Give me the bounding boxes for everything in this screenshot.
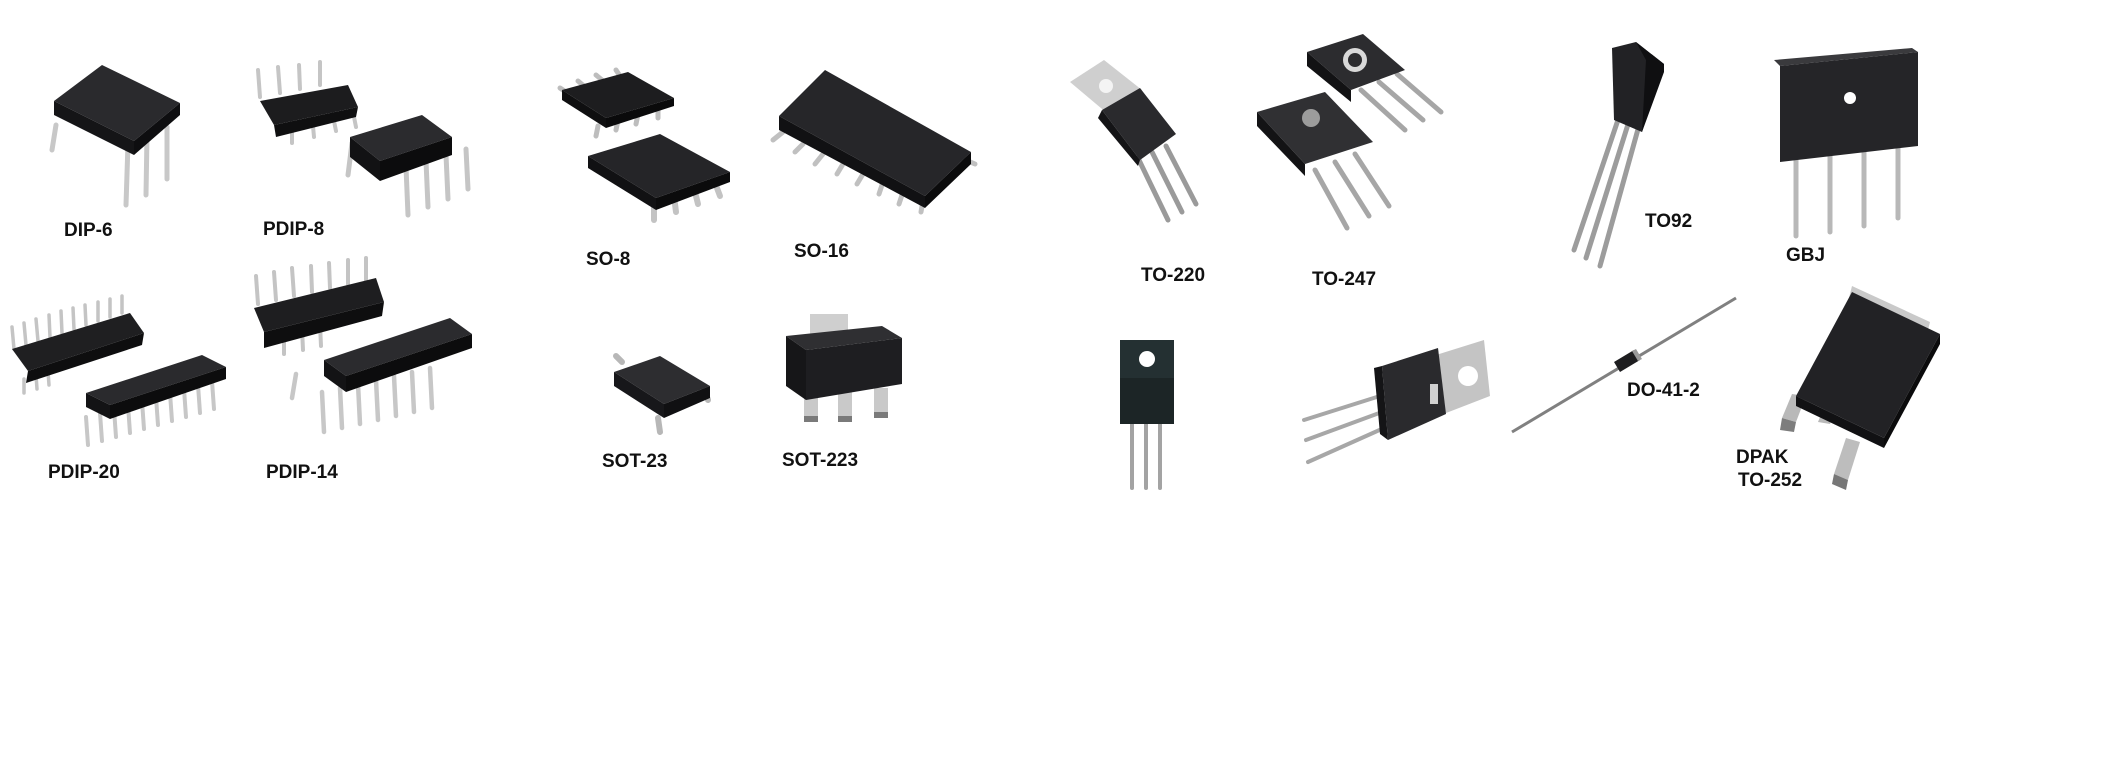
pdip20-package-image [6, 294, 231, 455]
sot23-package-image [606, 348, 716, 438]
dpak-label-line2: TO-252 [1738, 470, 1803, 491]
to247-package-image [1255, 30, 1475, 250]
to220-side-package-image [1300, 336, 1495, 471]
pdip14-label: PDIP-14 [266, 462, 338, 483]
so8-label: SO-8 [586, 249, 631, 270]
pdip8-package-image [252, 60, 472, 225]
dip6-label: DIP-6 [64, 220, 113, 241]
to220-package-image [1068, 58, 1228, 228]
dpak-label-line1: DPAK [1736, 447, 1789, 468]
to92-label: TO92 [1645, 211, 1693, 232]
to220f-package-image [1118, 338, 1178, 493]
dpak-package-image [1760, 284, 1950, 494]
do41-package-image [1510, 296, 1740, 436]
to220-label: TO-220 [1141, 265, 1206, 286]
to247-label: TO-247 [1312, 269, 1377, 290]
so16-label: SO-16 [794, 241, 849, 262]
dip6-package-image [40, 55, 190, 215]
sot223-package-image [782, 312, 912, 432]
pdip20-label: PDIP-20 [48, 462, 120, 483]
sot23-label: SOT-23 [602, 451, 668, 472]
so16-package-image [765, 68, 985, 218]
gbj-package-image [1772, 46, 1932, 246]
pdip14-package-image [250, 256, 480, 453]
so8-package-image [557, 67, 748, 233]
to92-package-image [1568, 40, 1708, 270]
gbj-label: GBJ [1786, 245, 1826, 266]
pdip8-label: PDIP-8 [263, 219, 325, 240]
do41-label: DO-41-2 [1627, 380, 1700, 401]
sot223-label: SOT-223 [782, 450, 859, 471]
